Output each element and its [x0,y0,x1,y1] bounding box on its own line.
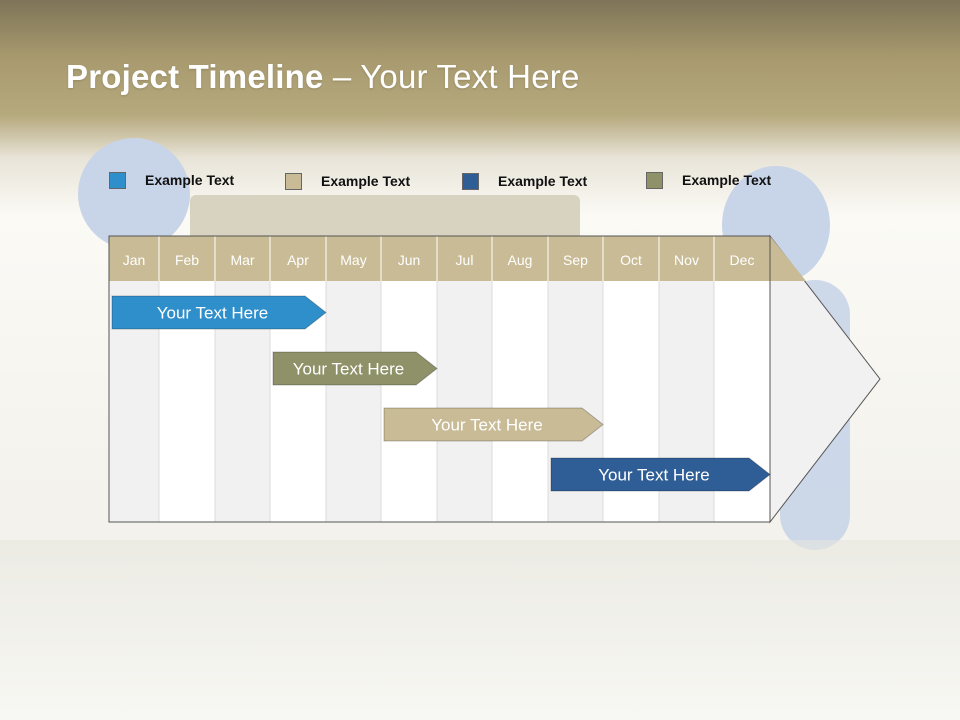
month-label-feb: Feb [175,252,199,268]
title-rest: – Your Text Here [323,58,580,95]
month-header-band [109,236,770,281]
legend-item-1: Example Text [109,170,234,190]
month-label-dec: Dec [730,252,755,268]
month-label-aug: Aug [508,252,533,268]
legend-swatch-3 [462,172,479,190]
month-label-jun: Jun [398,252,421,268]
legend-item-4: Example Text [646,170,771,190]
timeline-bar-4 [550,457,771,492]
month-label-may: May [340,252,366,268]
background-figure-left [78,138,190,250]
month-column-shade [437,281,492,522]
month-label-sep: Sep [563,252,588,268]
timeline-bar-label-3: Your Text Here [431,416,543,435]
month-label-jan: Jan [123,252,146,268]
legend-label-2: Example Text [321,173,411,189]
month-label-oct: Oct [620,252,642,268]
month-label-apr: Apr [287,252,309,268]
month-header: Jan Feb Mar Apr May Jun Jul Aug Sep Oct Nov Dec [108,235,806,523]
month-label-nov: Nov [674,252,699,268]
timeline-bar-label-1: Your Text Here [157,304,269,323]
legend-label-3: Example Text [498,173,588,189]
background-panel [190,195,580,240]
month-header-wedge [770,236,806,281]
legend-item-2: Example Text [285,171,410,191]
legend-swatch-1 [109,171,126,189]
timeline-bar-label-2: Your Text Here [293,360,405,379]
legend-label-1: Example Text [145,172,235,188]
legend-item-3: Example Text [462,171,587,191]
timeline-bar-label-4: Your Text Here [598,466,710,485]
month-label-jul: Jul [456,252,474,268]
page-title: Project Timeline – Your Text Here [66,58,580,96]
month-column-shade [326,281,381,522]
timeline-bar-1 [111,295,327,330]
floor-reflection [0,540,960,720]
timeline-bar-3 [383,407,604,442]
title-bold: Project Timeline [66,58,324,95]
legend-swatch-4 [646,171,663,189]
legend-swatch-2 [285,172,302,190]
timeline-frame [108,235,770,523]
month-label-mar: Mar [230,252,254,268]
legend-label-4: Example Text [682,172,772,188]
timeline-bar-2 [272,351,438,386]
